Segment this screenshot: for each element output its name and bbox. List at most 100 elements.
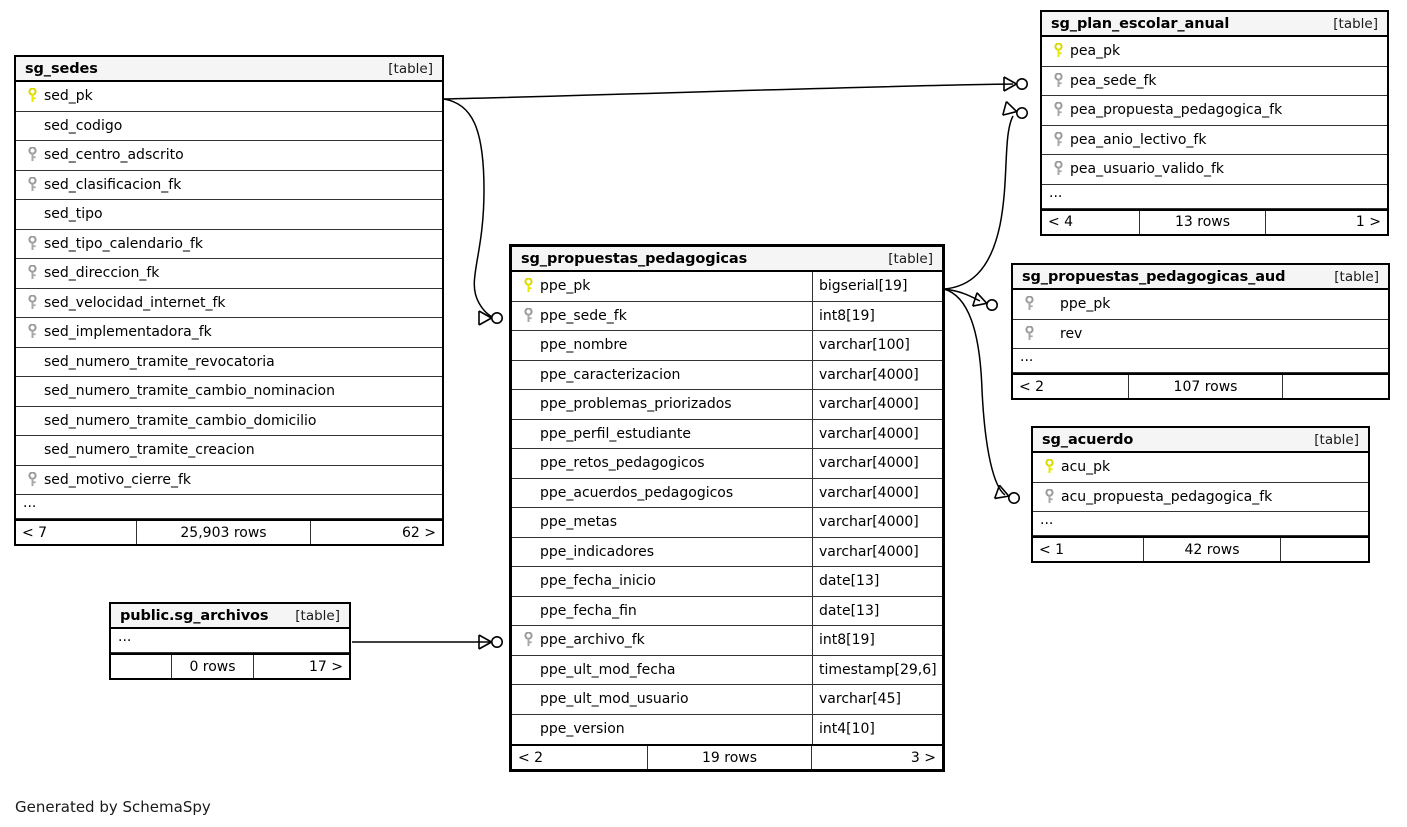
column-type: varchar[4000] <box>812 449 942 478</box>
footer-next-count[interactable] <box>1281 538 1368 561</box>
table-row[interactable]: ppe_indicadores varchar[4000] <box>512 537 942 567</box>
column-list: sed_pk sed_codigo sed_centro_adscrito <box>16 82 442 519</box>
table-row[interactable]: ppe_caracterizacion varchar[4000] <box>512 360 942 390</box>
table-row[interactable]: pea_anio_lectivo_fk <box>1042 126 1387 155</box>
table-row[interactable]: acu_propuesta_pedagogica_fk <box>1033 483 1368 512</box>
column-name: ppe_ult_mod_fecha <box>540 661 676 678</box>
column-type: varchar[4000] <box>812 419 942 448</box>
table-row[interactable]: sed_tipo_calendario_fk <box>16 230 442 259</box>
table-title: sg_sedes <box>25 60 98 77</box>
table-row[interactable]: ppe_pk <box>1013 290 1388 320</box>
table-row[interactable]: sed_pk <box>16 82 442 112</box>
table-row[interactable]: ppe_sede_fk int8[19] <box>512 301 942 331</box>
table-row[interactable]: ppe_metas varchar[4000] <box>512 508 942 538</box>
column-name: ppe_problemas_priorizados <box>540 396 732 413</box>
column-name: pea_usuario_valido_fk <box>1070 161 1225 178</box>
table-sg_plan_escolar_anual[interactable]: sg_plan_escolar_anual [table] pea_pk pea… <box>1040 10 1389 236</box>
footer-next-count[interactable]: 62 > <box>402 524 436 541</box>
column-name: sed_velocidad_internet_fk <box>44 294 226 311</box>
table-sg_sedes[interactable]: sg_sedes [table] sed_pk sed_codigo <box>14 55 444 546</box>
edge-propuestas-to-plan-escolar <box>943 100 1030 290</box>
footer-prev-count[interactable]: < 7 <box>22 524 48 541</box>
column-cell: pea_sede_fk <box>1042 67 1387 96</box>
table-row[interactable]: ppe_problemas_priorizados varchar[4000] <box>512 390 942 420</box>
column-type: varchar[4000] <box>812 537 942 566</box>
table-row[interactable]: sed_clasificacion_fk <box>16 171 442 200</box>
table-footer: < 1 42 rows <box>1033 536 1368 561</box>
column-cell: ppe_nombre <box>512 331 812 360</box>
table-row[interactable]: sed_direccion_fk <box>16 259 442 289</box>
table-public-sg_archivos[interactable]: public.sg_archivos [table] ... 0 rows 17… <box>109 602 351 680</box>
column-cell: ppe_ult_mod_usuario <box>512 685 812 714</box>
edge-sedes-to-plan-escolar <box>443 76 1028 100</box>
footer-prev-count[interactable] <box>111 655 171 678</box>
table-row[interactable]: pea_propuesta_pedagogica_fk <box>1042 96 1387 126</box>
column-cell: ppe_retos_pedagogicos <box>512 449 812 478</box>
table-row[interactable]: sed_tipo <box>16 200 442 230</box>
column-list: pea_pk pea_sede_fk pea_propuesta_pedagog… <box>1042 37 1387 209</box>
footer-prev-count[interactable]: < 2 <box>518 749 544 766</box>
table-row[interactable]: ppe_nombre varchar[100] <box>512 331 942 361</box>
edge-archivos-to-propuestas <box>352 634 504 650</box>
table-sg_acuerdo[interactable]: sg_acuerdo [table] acu_pk acu_propuesta_… <box>1031 426 1370 563</box>
foreign-key-icon <box>23 294 42 311</box>
foreign-key-icon <box>1049 102 1068 118</box>
foreign-key-icon <box>519 632 538 648</box>
column-cell: sed_tipo_calendario_fk <box>16 230 442 259</box>
table-row[interactable]: ppe_ult_mod_usuario varchar[45] <box>512 685 942 715</box>
table-row[interactable]: ppe_version int4[10] <box>512 714 942 744</box>
table-row[interactable]: pea_pk <box>1042 37 1387 67</box>
table-row[interactable]: pea_sede_fk <box>1042 67 1387 96</box>
column-name: ppe_version <box>540 721 625 738</box>
column-cell: acu_pk <box>1033 453 1368 482</box>
column-cell: acu_propuesta_pedagogica_fk <box>1033 483 1368 512</box>
column-name: acu_propuesta_pedagogica_fk <box>1061 488 1273 505</box>
table-row[interactable]: rev <box>1013 320 1388 349</box>
foreign-key-icon <box>23 176 42 193</box>
column-cell: sed_motivo_cierre_fk <box>16 466 442 495</box>
table-row[interactable]: ppe_fecha_fin date[13] <box>512 596 942 626</box>
table-row[interactable]: ppe_retos_pedagogicos varchar[4000] <box>512 449 942 479</box>
table-sg_propuestas_pedagogicas[interactable]: sg_propuestas_pedagogicas [table] ppe_pk… <box>509 244 945 772</box>
table-footer: 0 rows 17 > <box>111 653 349 678</box>
footer-next-count[interactable]: 17 > <box>309 658 343 675</box>
column-cell: pea_usuario_valido_fk <box>1042 155 1387 184</box>
column-name: sed_codigo <box>44 117 123 134</box>
table-row[interactable]: pea_usuario_valido_fk <box>1042 155 1387 185</box>
table-row[interactable]: sed_numero_tramite_revocatoria <box>16 348 442 377</box>
table-row[interactable]: sed_numero_tramite_creacion <box>16 436 442 466</box>
table-row[interactable]: sed_implementadora_fk <box>16 318 442 348</box>
edge-sedes-to-propuestas <box>443 98 504 326</box>
table-footer: < 2 107 rows <box>1013 373 1388 398</box>
column-list: acu_pk acu_propuesta_pedagogica_fk ... <box>1033 453 1368 536</box>
table-sg_propuestas_pedagogicas_aud[interactable]: sg_propuestas_pedagogicas_aud [table] pp… <box>1011 263 1390 400</box>
table-row[interactable]: sed_numero_tramite_cambio_domicilio <box>16 407 442 436</box>
column-name: sed_tipo <box>44 206 103 223</box>
table-row[interactable]: acu_pk <box>1033 453 1368 483</box>
table-row[interactable]: sed_motivo_cierre_fk <box>16 466 442 495</box>
footer-prev-count[interactable]: < 1 <box>1039 541 1065 558</box>
table-row[interactable]: sed_velocidad_internet_fk <box>16 289 442 318</box>
table-row[interactable]: ppe_archivo_fk int8[19] <box>512 626 942 656</box>
table-row[interactable]: ppe_acuerdos_pedagogicos varchar[4000] <box>512 478 942 508</box>
column-cell: sed_numero_tramite_creacion <box>16 436 442 465</box>
footer-prev-count[interactable]: < 4 <box>1048 214 1074 230</box>
table-row[interactable]: ppe_pk bigserial[19] <box>512 272 942 302</box>
table-row[interactable]: ppe_ult_mod_fecha timestamp[29,6] <box>512 655 942 685</box>
table-row[interactable]: ppe_perfil_estudiante varchar[4000] <box>512 419 942 449</box>
footer-prev-count[interactable]: < 2 <box>1019 378 1045 395</box>
column-cell: sed_centro_adscrito <box>16 141 442 170</box>
table-row[interactable]: sed_numero_tramite_cambio_nominacion <box>16 377 442 407</box>
table-row[interactable]: ppe_fecha_inicio date[13] <box>512 567 942 597</box>
primary-key-icon <box>1040 459 1059 475</box>
edge-propuestas-to-aud <box>943 288 1000 315</box>
footer-next-count[interactable] <box>1283 375 1388 398</box>
table-row[interactable]: sed_centro_adscrito <box>16 141 442 171</box>
table-kind-label: [table] <box>888 250 933 267</box>
table-row[interactable]: sed_codigo <box>16 112 442 141</box>
footer-next-count[interactable]: 3 > <box>910 749 936 766</box>
column-name: ppe_caracterizacion <box>540 366 681 383</box>
table-kind-label: [table] <box>388 60 433 77</box>
footer-next-count[interactable]: 1 > <box>1355 214 1381 230</box>
column-cell: ppe_pk <box>512 272 812 301</box>
